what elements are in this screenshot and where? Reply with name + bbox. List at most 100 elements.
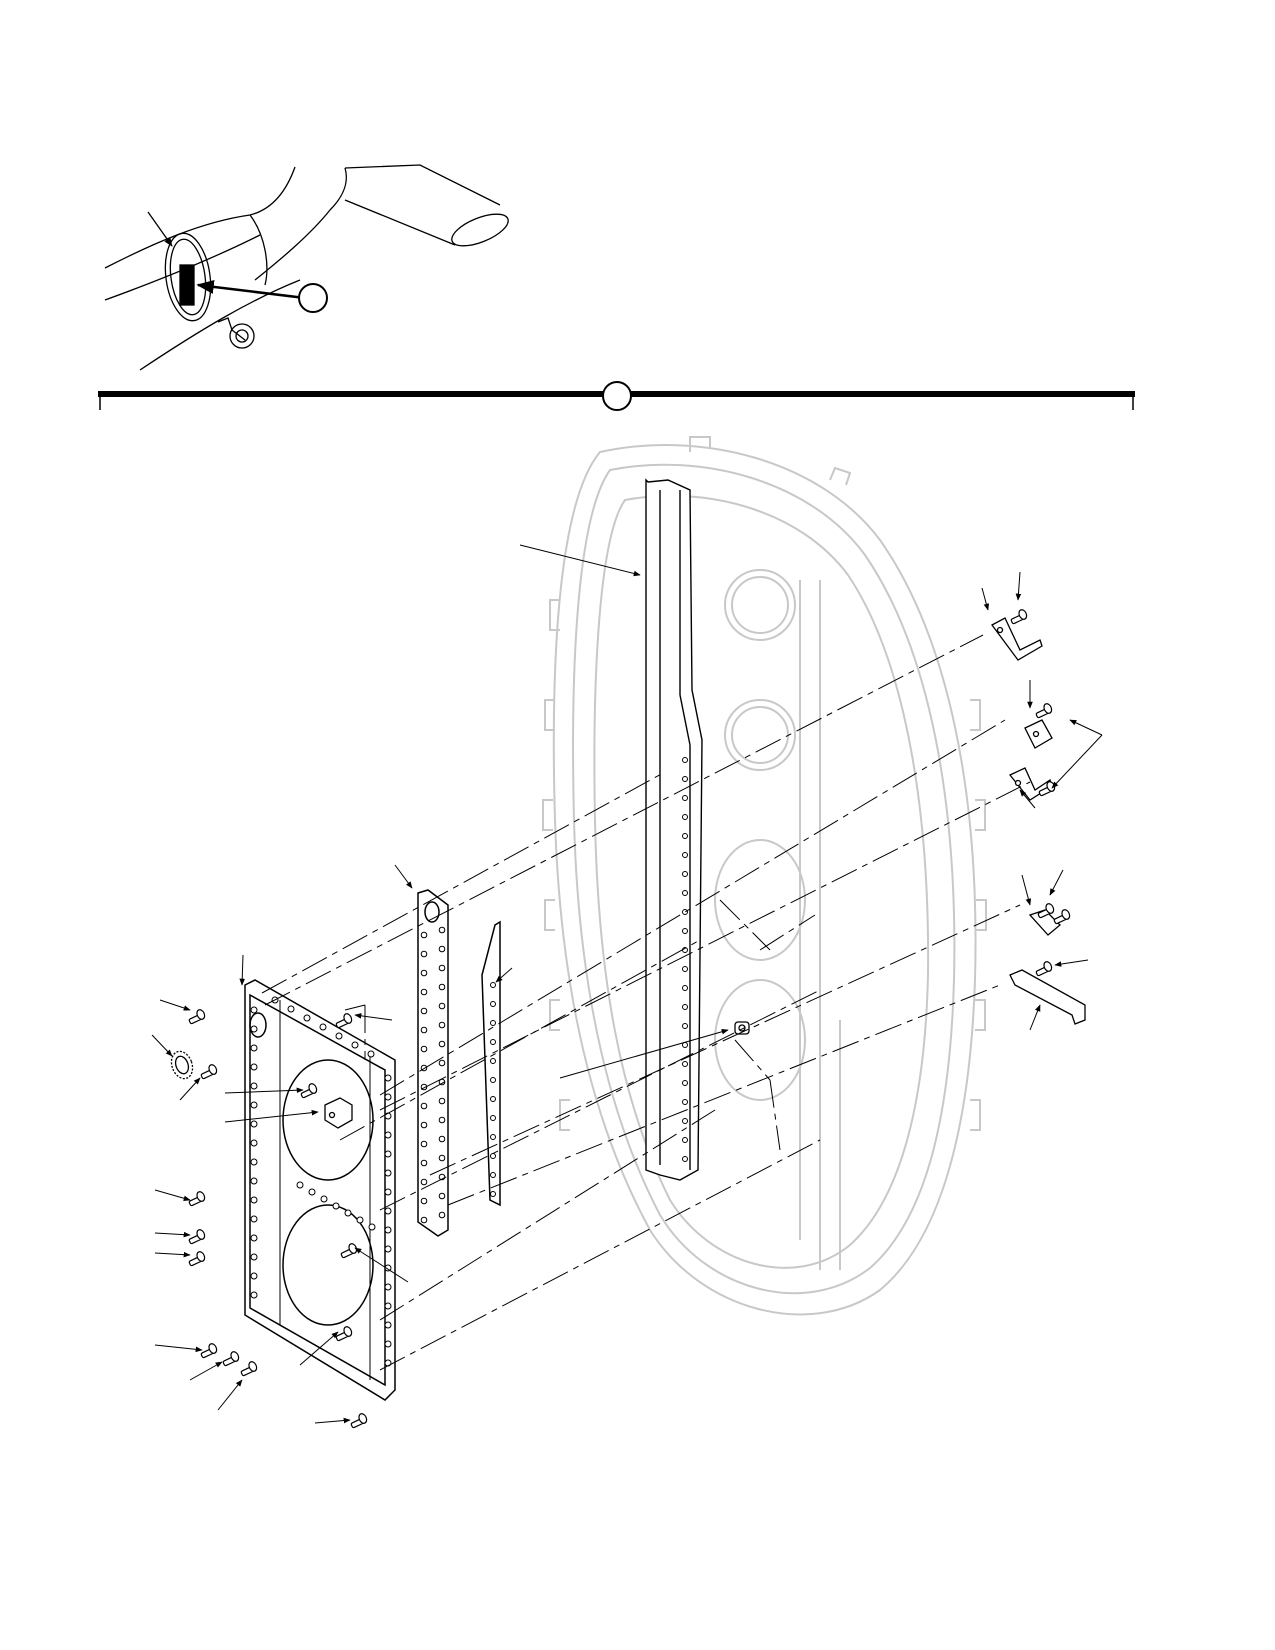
leader-line bbox=[159, 999, 191, 1011]
leader-line bbox=[154, 1251, 191, 1258]
plate-hole bbox=[384, 1169, 392, 1177]
strip-hole bbox=[420, 1102, 428, 1110]
strap-hole bbox=[490, 1153, 496, 1159]
strap-hole bbox=[490, 1058, 496, 1064]
bolt-head bbox=[1018, 609, 1028, 620]
tapered-strap bbox=[481, 920, 501, 1207]
leader-line bbox=[314, 1417, 351, 1424]
plate-hole bbox=[320, 1195, 328, 1203]
vertical-beam bbox=[645, 478, 703, 1181]
plate-hole bbox=[250, 1025, 258, 1033]
bolt-head bbox=[208, 1343, 218, 1354]
front-plate bbox=[244, 979, 396, 1401]
strip-hole bbox=[438, 1154, 446, 1162]
bolt-head bbox=[343, 1013, 353, 1024]
beam-hole bbox=[682, 795, 688, 801]
strip-hole bbox=[420, 1140, 428, 1148]
locator-highlight-box bbox=[179, 264, 195, 306]
strip-hole bbox=[420, 1121, 428, 1129]
leader-line bbox=[224, 1087, 304, 1094]
bolt-head bbox=[308, 1083, 318, 1094]
leader-line bbox=[299, 1331, 339, 1366]
beam-hole bbox=[682, 985, 688, 991]
beam-hole bbox=[682, 890, 688, 896]
plate-hole bbox=[384, 1264, 392, 1272]
strap-hole bbox=[490, 1172, 496, 1178]
leader-line bbox=[354, 1013, 393, 1021]
beam-hole bbox=[682, 1004, 688, 1010]
leader-line bbox=[154, 1189, 191, 1201]
bolt-head bbox=[1061, 909, 1071, 920]
beam-hole bbox=[682, 776, 688, 782]
beam-hole bbox=[682, 871, 688, 877]
plate-hole bbox=[250, 1272, 258, 1280]
leader-line bbox=[1049, 869, 1064, 896]
leader-line bbox=[179, 1077, 201, 1101]
beam-hole bbox=[682, 852, 688, 858]
leader-line bbox=[189, 1361, 223, 1381]
beam-hole bbox=[682, 814, 688, 820]
leader-line bbox=[154, 1344, 203, 1353]
strip-hole bbox=[438, 1097, 446, 1105]
plate-hole bbox=[384, 1245, 392, 1253]
strip-hole bbox=[438, 964, 446, 972]
plate-hole bbox=[250, 1120, 258, 1128]
strap-hole bbox=[490, 1039, 496, 1045]
leader-line bbox=[154, 1231, 191, 1238]
beam-hole bbox=[682, 1023, 688, 1029]
right-brackets bbox=[991, 617, 1086, 1025]
plate-hole bbox=[384, 1150, 392, 1158]
plate-hole bbox=[332, 1202, 340, 1210]
strip-hole bbox=[438, 1211, 446, 1219]
leader-line bbox=[1054, 959, 1089, 967]
plate-hole bbox=[368, 1223, 376, 1231]
bolt-head bbox=[196, 1191, 206, 1202]
locator-view bbox=[104, 164, 509, 371]
plate-hole bbox=[250, 1291, 258, 1299]
leader-line bbox=[217, 1379, 243, 1411]
plate-hole bbox=[335, 1032, 343, 1040]
assembly-centerlines bbox=[261, 634, 1031, 1371]
bolt-head bbox=[1043, 961, 1053, 972]
strip-hole bbox=[420, 1159, 428, 1167]
plate-hole bbox=[351, 1041, 359, 1049]
plate-hole bbox=[308, 1188, 316, 1196]
bolt-head bbox=[230, 1351, 240, 1362]
strip-hole bbox=[420, 988, 428, 996]
leader-line bbox=[1015, 571, 1022, 601]
strip-hole bbox=[420, 969, 428, 977]
strip-hole bbox=[420, 1007, 428, 1015]
plate-hole bbox=[384, 1188, 392, 1196]
plate-hole bbox=[384, 1321, 392, 1329]
strip-hole bbox=[438, 1192, 446, 1200]
strip-hole bbox=[438, 926, 446, 934]
beam-hole bbox=[682, 1099, 688, 1105]
plate-hole bbox=[250, 1006, 258, 1014]
plate-hole bbox=[296, 1181, 304, 1189]
leader-line bbox=[1019, 789, 1036, 809]
bolt-head bbox=[248, 1361, 258, 1372]
detail-callout-circle-icon bbox=[298, 283, 328, 313]
beam-hole bbox=[682, 1137, 688, 1143]
strip-hole bbox=[420, 1045, 428, 1053]
plate-hole bbox=[287, 1005, 295, 1013]
strip-hole bbox=[438, 1135, 446, 1143]
strip-hole bbox=[438, 1040, 446, 1048]
plate-hole bbox=[250, 1082, 258, 1090]
plate-hole bbox=[250, 1139, 258, 1147]
strap-hole bbox=[490, 1077, 496, 1083]
ghosted-bulkhead-frame bbox=[542, 436, 987, 1316]
bolt-head bbox=[196, 1009, 206, 1020]
seal-ring bbox=[170, 1050, 194, 1080]
beam-hole bbox=[682, 928, 688, 934]
beam-hole bbox=[682, 966, 688, 972]
plate-hole bbox=[250, 1158, 258, 1166]
plate-hole bbox=[384, 1074, 392, 1082]
bolt-head bbox=[196, 1229, 206, 1240]
center-fitting bbox=[324, 1097, 353, 1129]
plate-hole bbox=[384, 1226, 392, 1234]
plate-hole bbox=[250, 1196, 258, 1204]
leader-line bbox=[1029, 1004, 1041, 1031]
leader-line bbox=[495, 967, 513, 983]
